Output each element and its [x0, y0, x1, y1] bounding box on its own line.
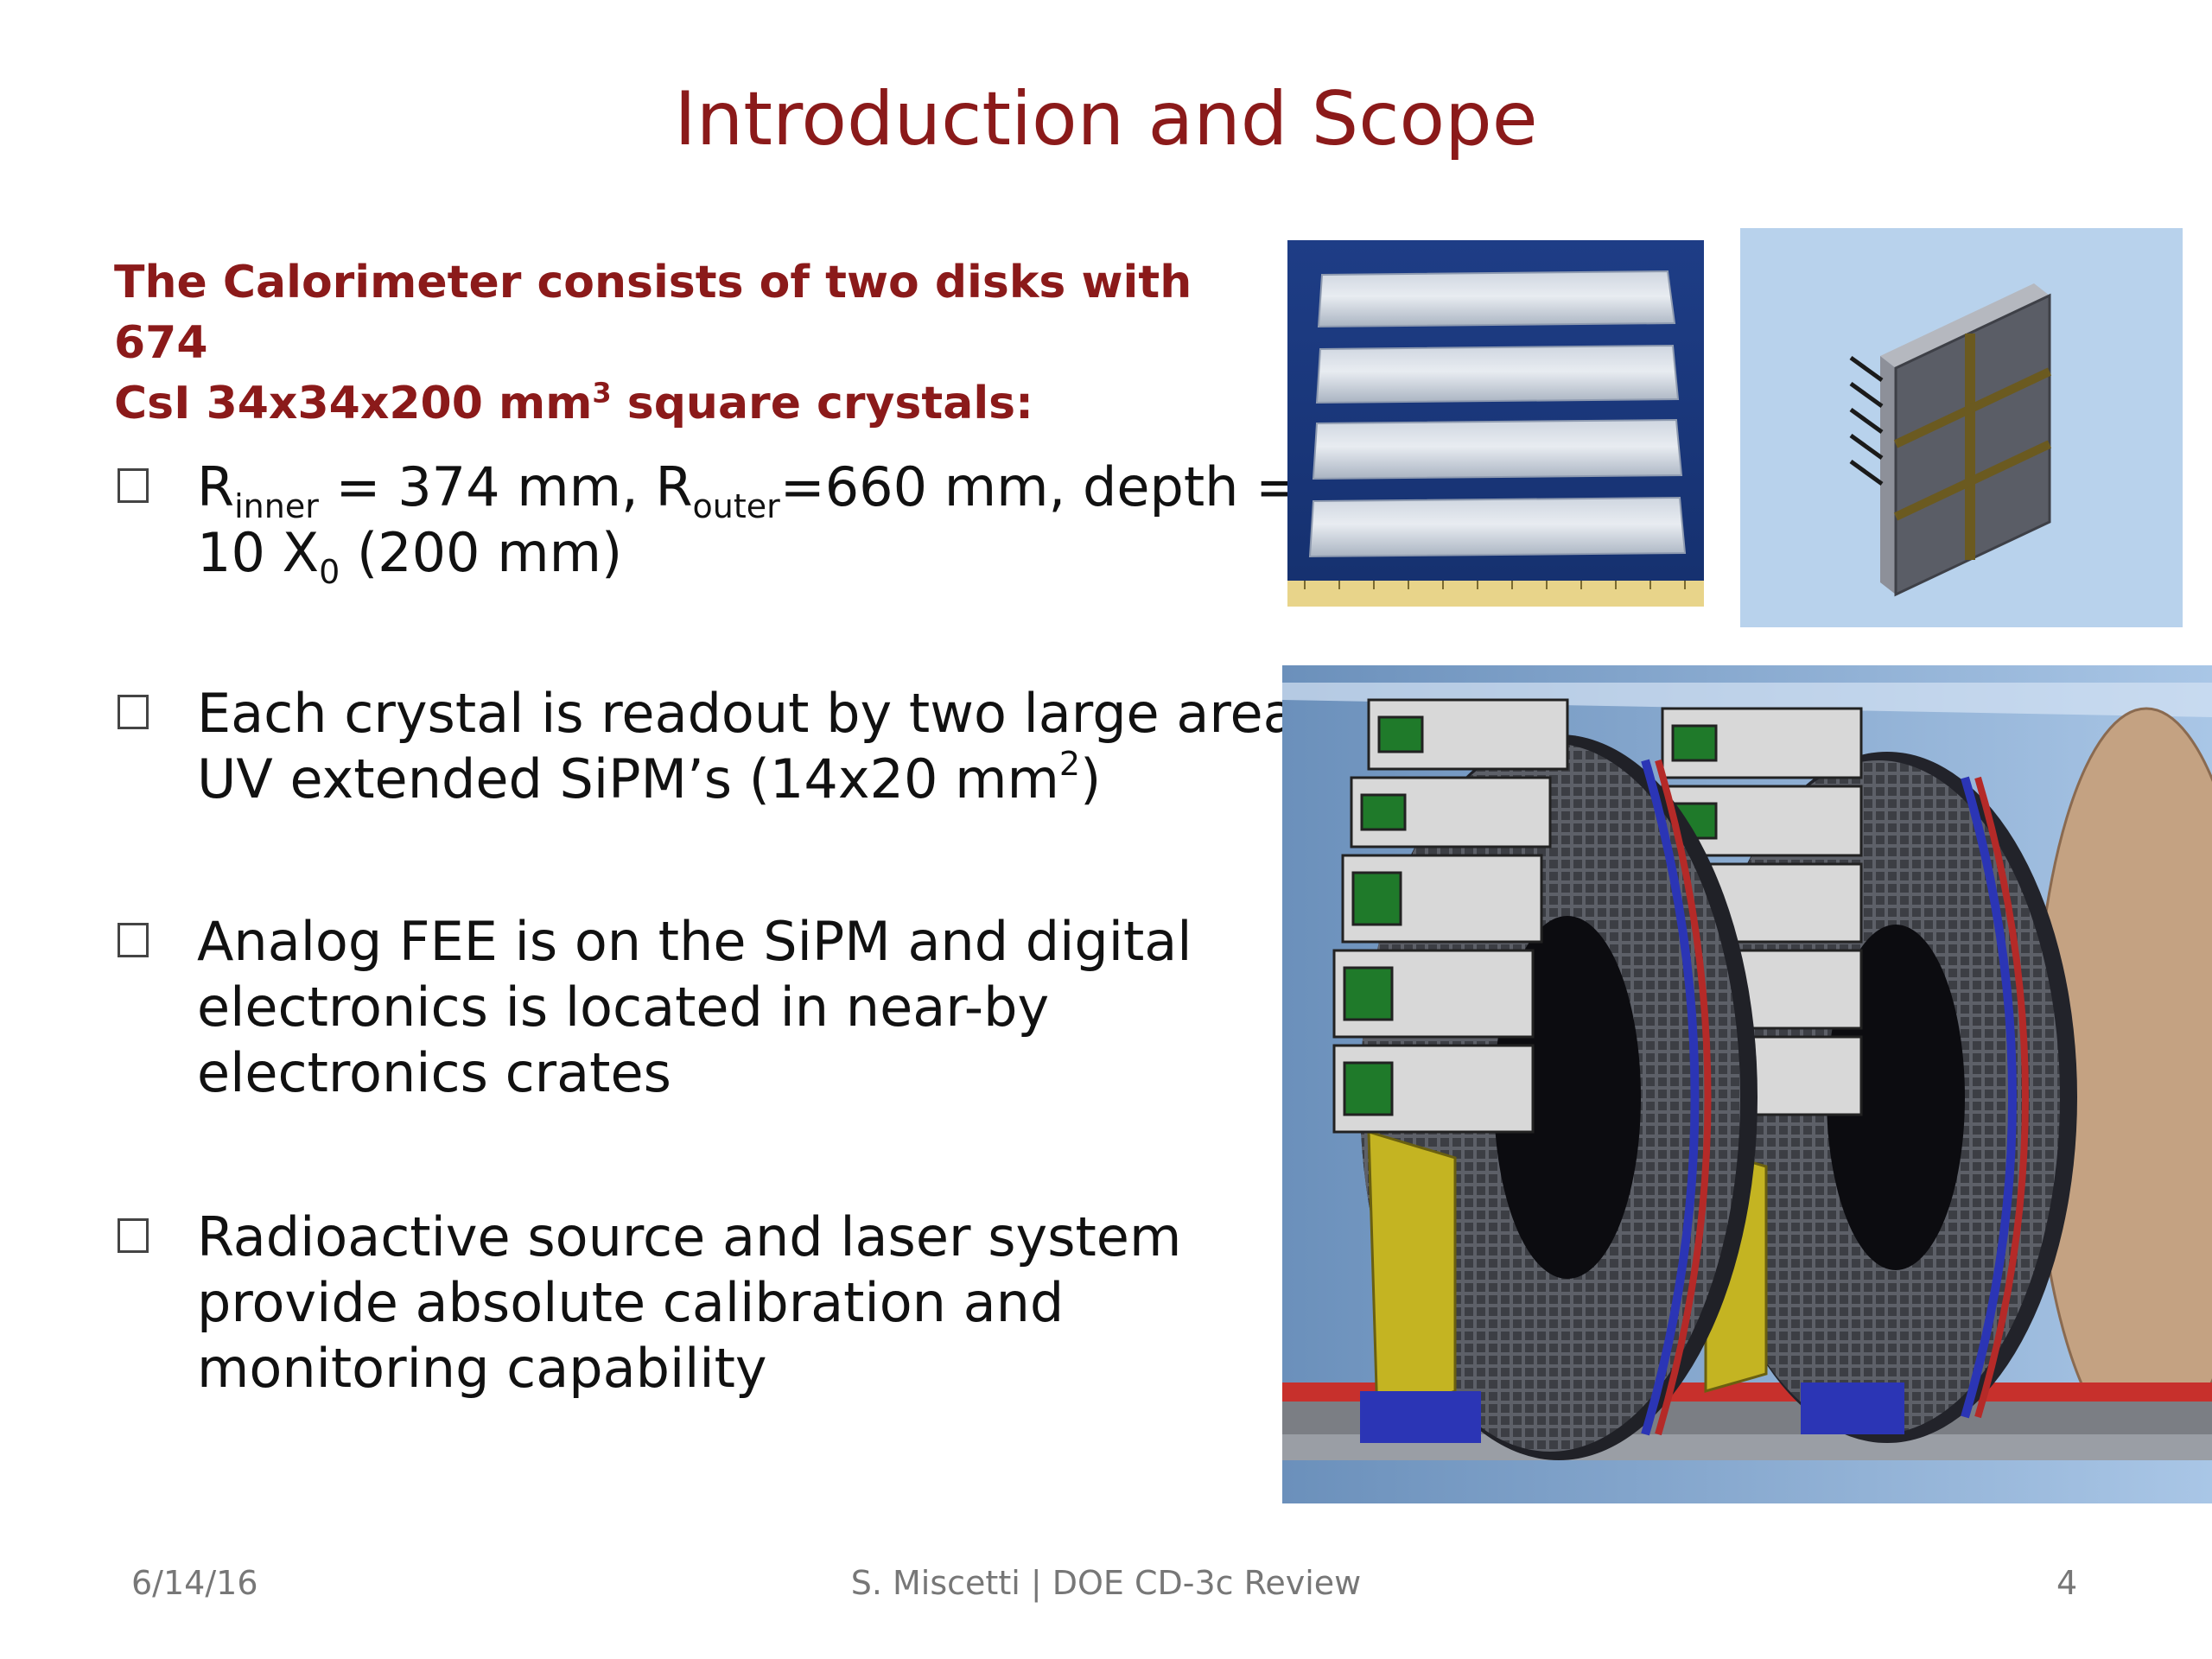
- bullet-line-1: Each crystal is readout by two large are…: [197, 682, 1296, 745]
- calorimeter-render: [1282, 665, 2212, 1503]
- bullet-text: Analog FEE is on the SiPM and digital el…: [197, 909, 1268, 1106]
- bullet-line-1: Rinner = 374 mm, Router=660 mm, depth =: [197, 455, 1301, 525]
- intro-line-1: The Calorimeter consists of two disks wi…: [114, 257, 1192, 369]
- bullet-line-2: UV extended SiPM’s (14x20 mm2): [197, 745, 1102, 810]
- crystals-image: [1287, 240, 1704, 607]
- checkbox-bullet-icon: [118, 1218, 149, 1253]
- bullet-line-2: electronics is located in near-by: [197, 976, 1050, 1039]
- footer-page-number: 4: [2056, 1564, 2078, 1602]
- checkbox-bullet-icon: [118, 695, 149, 729]
- bullet-line-3: electronics crates: [197, 1041, 671, 1104]
- bullet-line-3: monitoring capability: [197, 1337, 767, 1400]
- intro-line-2-part-a: CsI 34x34x200 mm: [114, 378, 593, 429]
- intro-line-2: CsI 34x34x200 mm3 square crystals:: [114, 373, 1237, 434]
- footer-date: 6/14/16: [131, 1564, 258, 1602]
- bullet-text: Radioactive source and laser system prov…: [197, 1205, 1268, 1402]
- intro-superscript: 3: [592, 376, 612, 410]
- sipm-render: [1740, 228, 2183, 627]
- intro-line-2-part-b: square crystals:: [611, 378, 1033, 429]
- intro-text: The Calorimeter consists of two disks wi…: [114, 252, 1237, 434]
- sipm-image: [1740, 228, 2183, 627]
- bullet-text: Each crystal is readout by two large are…: [197, 681, 1296, 812]
- slide-title: Introduction and Scope: [674, 76, 1538, 162]
- bullet-line-2: 10 X0 (200 mm): [197, 521, 623, 591]
- footer-center: S. Miscetti | DOE CD-3c Review: [850, 1564, 1362, 1602]
- bullet-line-1: Radioactive source and laser system: [197, 1205, 1182, 1268]
- crystals-photo: [1287, 240, 1704, 607]
- bullet-line-1: Analog FEE is on the SiPM and digital: [197, 910, 1192, 973]
- calorimeter-image: [1282, 665, 2212, 1503]
- checkbox-bullet-icon: [118, 923, 149, 957]
- bullet-text: Rinner = 374 mm, Router=660 mm, depth = …: [197, 454, 1301, 591]
- bullet-line-2: provide absolute calibration and: [197, 1271, 1065, 1334]
- checkbox-bullet-icon: [118, 468, 149, 503]
